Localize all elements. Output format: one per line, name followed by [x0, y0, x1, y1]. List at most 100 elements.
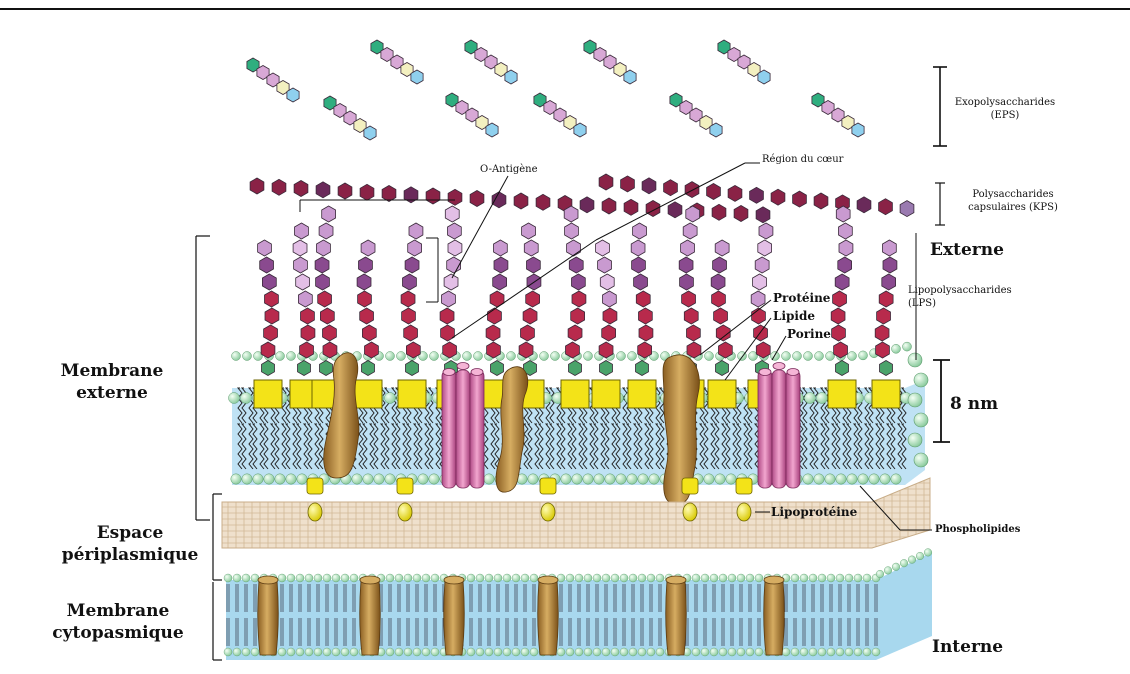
- label-region-coeur: Région du cœur: [762, 153, 843, 166]
- hexagon-sugar-icon: [683, 223, 697, 239]
- hexagon-sugar-icon: [713, 257, 727, 273]
- phospholipid-icon: [507, 352, 516, 361]
- hexagon-sugar-icon: [361, 240, 375, 256]
- hexagon-sugar-icon: [316, 274, 330, 290]
- hexagon-sugar-icon: [685, 182, 699, 198]
- phospholipid-icon: [305, 574, 313, 582]
- label-membrane-cytoplasmique: Membrane cytopasmique: [48, 600, 188, 644]
- phospholipid-icon: [692, 574, 700, 582]
- cytoplasmic-membrane: [224, 549, 932, 660]
- phospholipid-icon: [892, 563, 900, 571]
- hexagon-sugar-icon: [493, 274, 507, 290]
- phospholipid-icon: [341, 574, 349, 582]
- phospholipid-icon: [551, 352, 560, 361]
- phospholipid-icon: [224, 648, 232, 656]
- phospholipid-icon: [914, 413, 928, 427]
- lipid-a-square-icon: [872, 380, 900, 408]
- hexagon-sugar-icon: [362, 325, 376, 341]
- hexagon-sugar-icon: [514, 193, 528, 209]
- phospholipid-icon: [253, 474, 263, 484]
- hexagon-sugar-icon: [404, 325, 418, 341]
- phospholipid-icon: [710, 648, 718, 656]
- phospholipid-icon: [323, 648, 331, 656]
- phospholipid-icon: [903, 342, 912, 351]
- hexagon-sugar-icon: [402, 308, 416, 324]
- phospholipid-icon: [386, 648, 394, 656]
- phospholipid-icon: [476, 574, 484, 582]
- hexagon-sugar-icon: [719, 342, 733, 358]
- hexagon-sugar-icon: [566, 342, 580, 358]
- hexagon-sugar-icon: [440, 308, 454, 324]
- phospholipid-icon: [737, 574, 745, 582]
- phospholipid-icon: [845, 574, 853, 582]
- phospholipid-icon: [233, 574, 241, 582]
- transmembrane-protein-icon: [444, 580, 465, 655]
- phospholipid-icon: [422, 574, 430, 582]
- hexagon-sugar-icon: [684, 308, 698, 324]
- hexagon-sugar-icon: [639, 308, 653, 324]
- phospholipid-icon: [836, 648, 844, 656]
- exopolysaccharide-chains: [247, 40, 864, 140]
- hexagon-sugar-icon: [879, 199, 893, 215]
- phospholipid-icon: [908, 433, 922, 447]
- hexagon-sugar-icon: [900, 201, 914, 217]
- hexagon-sugar-icon: [444, 274, 458, 290]
- transmembrane-protein-icon: [764, 580, 785, 655]
- hexagon-sugar-icon: [750, 187, 764, 203]
- phospholipid-icon: [231, 474, 241, 484]
- phospholipid-icon: [848, 352, 857, 361]
- hexagon-sugar-icon: [621, 176, 635, 192]
- hexagon-sugar-icon: [521, 325, 535, 341]
- phospholipid-icon: [566, 574, 574, 582]
- phospholipid-icon: [287, 574, 295, 582]
- transmembrane-protein-icon: [666, 580, 687, 655]
- hexagon-sugar-icon: [487, 342, 501, 358]
- lipid-a-square-icon: [708, 380, 736, 408]
- phospholipid-icon: [350, 574, 358, 582]
- hexagon-sugar-icon: [574, 123, 586, 137]
- hexagon-sugar-icon: [836, 206, 850, 222]
- label-mc-line2: cytopasmique: [48, 622, 188, 644]
- phospholipid-icon: [649, 474, 659, 484]
- phospholipid-icon: [474, 352, 483, 361]
- hexagon-sugar-icon: [294, 181, 308, 197]
- phospholipid-icon: [241, 393, 252, 404]
- phospholipid-icon: [656, 574, 664, 582]
- phospholipid-icon: [494, 648, 502, 656]
- phospholipid-icon: [710, 574, 718, 582]
- label-externe: Externe: [930, 239, 1004, 261]
- phospholipid-icon: [594, 474, 604, 484]
- phospholipid-icon: [296, 648, 304, 656]
- phospholipid-icon: [602, 648, 610, 656]
- hexagon-sugar-icon: [572, 291, 586, 307]
- hexagon-sugar-icon: [712, 204, 726, 220]
- phospholipid-icon: [386, 352, 395, 361]
- hexagon-sugar-icon: [527, 257, 541, 273]
- phospholipid-icon: [229, 393, 240, 404]
- cytoplasmic-membrane-band: [226, 552, 932, 660]
- phospholipid-icon: [638, 474, 648, 484]
- label-porine: Porine: [787, 327, 831, 341]
- label-me-line2: externe: [52, 382, 172, 404]
- label-lipoproteine: Lipoprotéine: [771, 505, 857, 519]
- label-kps-line1: Polysaccharides: [948, 188, 1078, 201]
- phospholipid-icon: [782, 352, 791, 361]
- hexagon-sugar-icon: [839, 223, 853, 239]
- phospholipid-icon: [854, 648, 862, 656]
- phospholipid-icon: [430, 352, 439, 361]
- hexagon-sugar-icon: [715, 240, 729, 256]
- hexagon-sugar-icon: [486, 123, 498, 137]
- hexagon-sugar-icon: [406, 361, 419, 376]
- phospholipid-icon: [791, 574, 799, 582]
- phospholipid-icon: [817, 393, 828, 404]
- hexagon-sugar-icon: [877, 308, 891, 324]
- hexagon-sugar-icon: [445, 206, 459, 222]
- hexagon-sugar-icon: [536, 194, 550, 210]
- hexagon-sugar-icon: [838, 257, 852, 273]
- hexagon-sugar-icon: [265, 291, 279, 307]
- phospholipid-icon: [224, 574, 232, 582]
- hexagon-sugar-icon: [448, 240, 462, 256]
- hexagon-sugar-icon: [728, 185, 742, 201]
- hexagon-sugar-icon: [405, 257, 419, 273]
- phospholipid-icon: [575, 574, 583, 582]
